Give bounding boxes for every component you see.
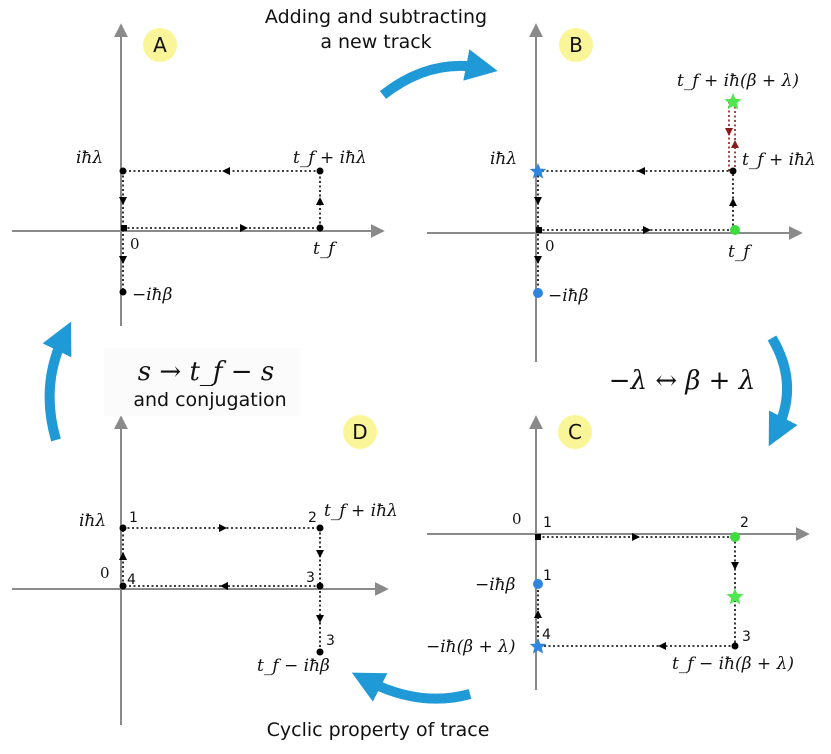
- panel-b-blue-star: [529, 163, 547, 179]
- panel-c-origin-marker: [535, 534, 541, 540]
- panel-d-corner-2: 2: [308, 510, 317, 526]
- panel-d-dot-corner-1: [119, 524, 127, 532]
- panel-b-dot-tf-ilambda: [729, 167, 737, 175]
- panel-b-label-ilambda: iħλ: [490, 149, 517, 169]
- arrow-a-to-b: [379, 49, 498, 99]
- arrow-b-to-c: [767, 335, 798, 447]
- panel-c-corner-3: 3: [742, 629, 751, 645]
- panel-b-red-arrow-down: [725, 128, 733, 136]
- panel-b-label-new-track: t_f + iħ(β + λ): [677, 71, 799, 91]
- panel-d-corner-3b: 3: [326, 633, 335, 649]
- panel-b-label-minus-beta: −iħβ: [548, 286, 589, 306]
- panel-c-label-minus-beta-lambda: −iħ(β + λ): [426, 637, 516, 657]
- panel-a-dot-minus-beta: [119, 288, 127, 296]
- panel-b-blue-dot: [533, 288, 543, 298]
- panel-d-corner-3a: 3: [306, 570, 315, 586]
- caption-right-bg: [598, 357, 768, 399]
- panel-d: D iħλ 1 2 t_f + iħλ 0 4 3 3 t_f − iħβ: [12, 415, 398, 725]
- panel-a-label-tf: t_f: [313, 239, 337, 259]
- panel-b-arrow-down-1: [534, 197, 542, 205]
- panel-a-arrow-down-1: [119, 197, 127, 205]
- panel-a: A iħλ t_f + iħλ 0 t_f −iħβ: [12, 23, 385, 326]
- panel-d-dot-corner-3: [316, 582, 324, 590]
- panel-c-blue-star: [529, 638, 547, 654]
- panel-b-green-dot: [730, 225, 740, 235]
- panel-c-badge-label: C: [568, 420, 582, 444]
- panel-c-dot-corner-3: [731, 642, 739, 650]
- panel-b-arrow-up: [729, 198, 737, 206]
- panel-c-label-tf-minus: t_f − iħ(β + λ): [672, 654, 794, 674]
- panel-d-arrow-left: [220, 582, 228, 590]
- panel-a-origin-marker: [121, 225, 127, 231]
- panel-c-corner-4: 4: [542, 627, 551, 643]
- panel-c-corner-2: 2: [740, 515, 749, 531]
- panel-a-arrow-right: [240, 224, 248, 232]
- panel-b-badge-label: B: [569, 33, 583, 57]
- panel-d-arrow-down-1: [316, 550, 324, 558]
- panel-a-badge-label: A: [153, 33, 167, 57]
- panel-c-label-zero: 0: [512, 510, 522, 528]
- panel-d-label-ilambda: iħλ: [79, 511, 106, 531]
- panel-b-arrow-left: [637, 167, 645, 175]
- panel-b-green-star: [724, 93, 742, 110]
- panel-c-corner-1b: 1: [543, 568, 552, 584]
- panel-b: B iħλ t_f + iħ(β + λ) t_f + iħλ 0 t_f −i…: [427, 23, 816, 362]
- panel-d-badge: [343, 415, 377, 449]
- panel-d-dot-corner-3b: [316, 648, 324, 656]
- arrow-c-to-d: [351, 672, 472, 704]
- panel-b-red-arrow-up: [731, 140, 739, 148]
- panel-d-dot-corner-2: [316, 524, 324, 532]
- panel-c-arrow-right: [632, 533, 640, 541]
- panel-a-badge: [143, 28, 177, 62]
- panel-d-badge-label: D: [352, 420, 367, 444]
- panel-c-blue-dot: [533, 579, 543, 589]
- panel-c-arrow-up: [534, 610, 542, 618]
- panel-a-dot-ilambda: [119, 167, 127, 175]
- caption-right-formula: −λ ↔ β + λ: [609, 366, 755, 396]
- panel-b-label-tf: t_f: [728, 242, 752, 262]
- panel-a-dot-tf-ilambda: [316, 167, 324, 175]
- panel-c-arrow-left: [658, 642, 666, 650]
- panel-a-label-zero: 0: [130, 235, 140, 253]
- panel-d-label-tf-ilambda: t_f + iħλ: [324, 501, 398, 521]
- panel-b-label-tf-ilambda: t_f + iħλ: [742, 150, 816, 170]
- panel-a-arrow-down-2: [119, 256, 127, 264]
- panel-c-label-minus-beta: −iħβ: [475, 575, 516, 595]
- panel-a-label-minus-beta: −iħβ: [132, 285, 173, 305]
- caption-left-bg: [104, 348, 300, 416]
- panel-c-arrow-down: [731, 562, 739, 570]
- panel-c: C 0 1 2 −iħβ 1 3 4 −iħ(β + λ) t_f − iħ(β…: [426, 415, 810, 690]
- panel-b-label-zero: 0: [545, 237, 555, 255]
- panel-d-corner-4: 4: [127, 572, 136, 588]
- panel-b-arrow-down-2: [534, 256, 542, 264]
- caption-top-line1: Adding and subtracting: [265, 6, 487, 28]
- panel-b-arrow-right: [643, 226, 651, 234]
- caption-left-formula: s → t_f − s: [138, 357, 274, 387]
- caption-left-text: and conjugation: [133, 389, 286, 411]
- panel-d-label-tf-minus-beta: t_f − iħβ: [257, 656, 330, 676]
- arrow-d-to-a: [42, 321, 72, 442]
- caption-top-line2: a new track: [320, 31, 431, 53]
- panel-c-badge: [558, 415, 592, 449]
- panel-d-label-zero: 0: [100, 564, 110, 582]
- panel-d-arrow-right: [219, 524, 227, 532]
- panel-c-green-star: [726, 588, 744, 605]
- panel-d-arrow-up: [119, 552, 127, 560]
- caption-bottom: Cyclic property of trace: [267, 719, 490, 741]
- panel-b-origin-marker: [536, 227, 542, 233]
- panel-b-badge: [559, 28, 593, 62]
- panel-c-green-dot: [730, 532, 740, 542]
- panel-a-arrow-up: [316, 197, 324, 205]
- panel-a-arrow-left: [222, 167, 230, 175]
- panel-c-corner-1a: 1: [543, 515, 552, 531]
- panel-d-dot-corner-4: [119, 582, 127, 590]
- panel-a-label-tf-ilambda: t_f + iħλ: [293, 148, 367, 168]
- panel-a-dot-tf: [316, 224, 324, 232]
- panel-d-corner-1: 1: [129, 510, 138, 526]
- panel-d-arrow-down-2: [316, 615, 324, 623]
- panel-a-label-ilambda: iħλ: [76, 148, 103, 168]
